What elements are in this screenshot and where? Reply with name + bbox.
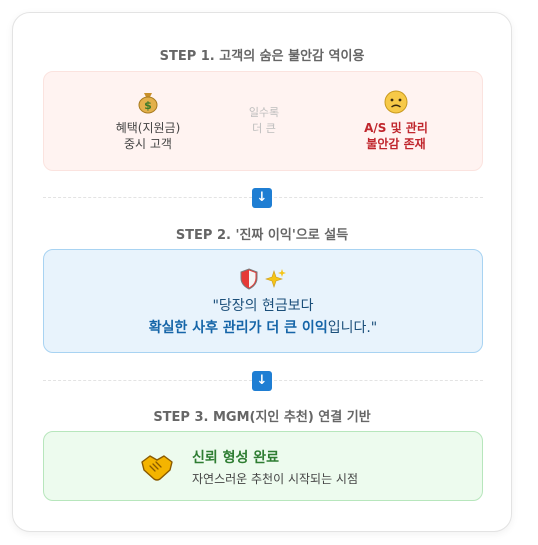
worry-line1: A/S 및 관리: [364, 121, 428, 135]
quote-line2: 확실한 사후 관리가 더 큰 이익입니다.": [44, 318, 482, 338]
connector-text: 일수록 더 큰: [228, 105, 300, 137]
worried-face-icon: [384, 90, 408, 114]
sparkles-icon: [264, 269, 286, 288]
result-subtitle: 자연스러운 추천이 시작되는 시점: [192, 472, 359, 486]
down-arrow-icon: ↓: [252, 371, 272, 391]
worry-column: A/S 및 관리 불안감 존재: [326, 90, 466, 152]
step3-title: STEP 3. MGM(지인 추천) 연결 기반: [153, 410, 371, 425]
step2-title: STEP 2. '진짜 이익'으로 설득: [175, 228, 349, 243]
connector-line1: 일수록: [248, 106, 280, 119]
worry-line2: 불안감 존재: [366, 137, 426, 151]
benefit-line2: 중시 고객: [124, 137, 172, 151]
quote-ending: 입니다.": [327, 320, 378, 336]
step2-icons: [44, 268, 482, 290]
money-bag-icon: $: [138, 93, 158, 114]
quote-line1: "당장의 현금보다: [212, 298, 314, 314]
step3-box: 신뢰 형성 완료 자연스러운 추천이 시작되는 시점: [43, 431, 483, 501]
svg-text:$: $: [144, 99, 152, 112]
connector-line2: 더 큰: [252, 122, 276, 135]
handshake-icon: [141, 455, 173, 481]
result-title: 신뢰 형성 완료: [192, 450, 280, 466]
quote-emphasis: 확실한 사후 관리가 더 큰 이익: [148, 320, 328, 336]
step1-box: $ 혜택(지원금) 중시 고객 일수록 더 큰 A/S 및 관리 불안감 존재: [43, 71, 483, 171]
step2-box: "당장의 현금보다 확실한 사후 관리가 더 큰 이익입니다.": [43, 249, 483, 353]
diagram-card: STEP 1. 고객의 숨은 불안감 역이용 $ 혜택(지원금) 중시 고객 일…: [12, 12, 512, 532]
shield-icon: [240, 268, 258, 290]
benefit-line1: 혜택(지원금): [115, 121, 181, 135]
step1-title: STEP 1. 고객의 숨은 불안감 역이용: [159, 49, 365, 64]
benefit-column: $ 혜택(지원금) 중시 고객: [88, 90, 208, 152]
down-arrow-icon: ↓: [252, 188, 272, 208]
